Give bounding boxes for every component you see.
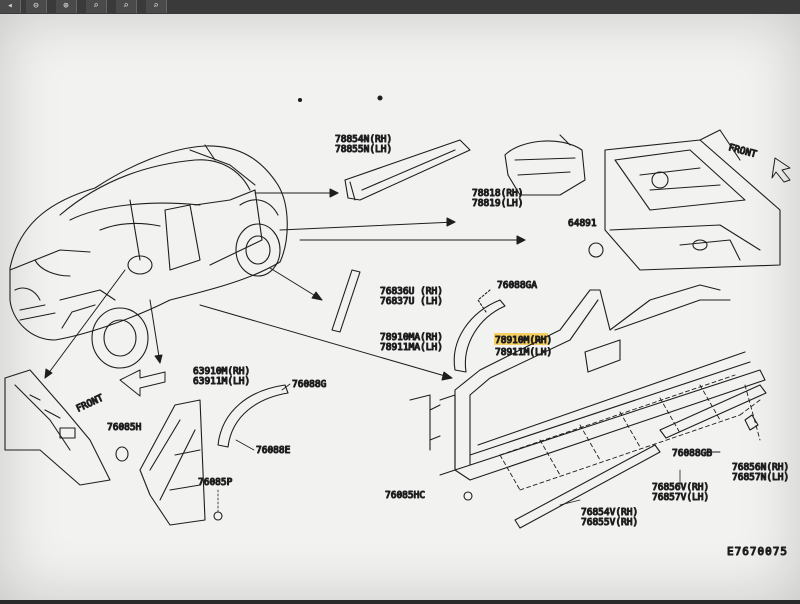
parts-diagram: 78854N(RH) 78855N(LH) 78818(RH) 78819(LH… <box>4 95 791 559</box>
label-76088gb: 76088GB <box>672 448 712 459</box>
label-76856v: 76856V(RH) <box>652 482 709 493</box>
label-78854n: 78854N(RH) <box>335 134 392 145</box>
arrow-back-icon[interactable]: ◂ <box>0 0 21 13</box>
part-78818-liner <box>504 134 586 196</box>
label-78910ma: 78910MA(RH) <box>380 332 443 343</box>
label-76088g: 76088G <box>292 379 327 390</box>
clip-76085p <box>213 511 223 521</box>
clip-76085hc <box>463 491 473 501</box>
label-front-left: FRONT <box>75 393 106 415</box>
highlight-78910m <box>494 333 548 345</box>
part-76836u-strip <box>331 269 361 333</box>
a-pillar-interior <box>4 369 111 486</box>
dashed-guides <box>499 374 761 491</box>
label-76088e: 76088E <box>256 445 291 456</box>
viewer-toolbar: ◂ ⊖ ⊕ ⌕ ⌕ ⌕ <box>0 0 800 15</box>
part-63910m-arch <box>217 384 289 448</box>
zoom-reset-icon[interactable]: ⌕ <box>146 0 167 13</box>
label-76085hc: 76085HC <box>385 490 425 501</box>
clip-76856n <box>744 414 759 431</box>
label-76857n: 76857N(LH) <box>732 472 789 483</box>
engine-bay-illustration <box>604 129 781 271</box>
side-sill-assembly <box>409 284 766 481</box>
front-fender-structure <box>139 399 206 526</box>
label-76836u: 76836U (RH) <box>380 286 443 297</box>
part-78910ma-arch <box>453 299 506 373</box>
front-arrow-top <box>771 157 791 183</box>
label-78910m: 78910M(RH) <box>495 335 552 346</box>
zoom-in-icon[interactable]: ⊕ <box>56 0 77 13</box>
label-78818: 78818(RH) <box>472 188 523 199</box>
clip-76085h <box>115 446 129 462</box>
part-76854v-moulding <box>514 384 767 529</box>
label-64891: 64891 <box>568 218 597 229</box>
label-78855n: 78855N(LH) <box>335 144 392 155</box>
part-78854n-panel <box>344 139 471 201</box>
label-76085p: 76085P <box>198 477 233 488</box>
label-63910m: 63910M(RH) <box>193 366 250 377</box>
zoom-icon[interactable]: ⌕ <box>86 0 107 13</box>
parts-diagram-screen: 78854N(RH) 78855N(LH) 78818(RH) 78819(LH… <box>0 14 800 600</box>
label-front-top: FRONT <box>727 142 758 160</box>
front-arrow-left <box>119 369 166 397</box>
car-illustration <box>9 144 288 369</box>
label-76085h: 76085H <box>107 422 142 433</box>
label-76857v: 76857V(LH) <box>652 492 709 503</box>
callout-arrows <box>44 188 526 381</box>
zoom-out-icon[interactable]: ⊖ <box>26 0 47 13</box>
label-76854v: 76854V(RH) <box>581 507 638 518</box>
label-76837u: 76837U (LH) <box>380 296 443 307</box>
label-78911ma: 78911MA(LH) <box>380 342 443 353</box>
label-76088ga: 76088GA <box>497 280 537 291</box>
label-63911m: 63911M(LH) <box>193 376 250 387</box>
reference-code: E7670075 <box>727 545 788 558</box>
clip-64891 <box>588 242 604 258</box>
zoom-fit-icon[interactable]: ⌕ <box>116 0 137 13</box>
label-76855v: 76855V(RH) <box>581 517 638 528</box>
label-76856n: 76856N(RH) <box>732 462 789 473</box>
label-78819: 78819(LH) <box>472 198 523 209</box>
